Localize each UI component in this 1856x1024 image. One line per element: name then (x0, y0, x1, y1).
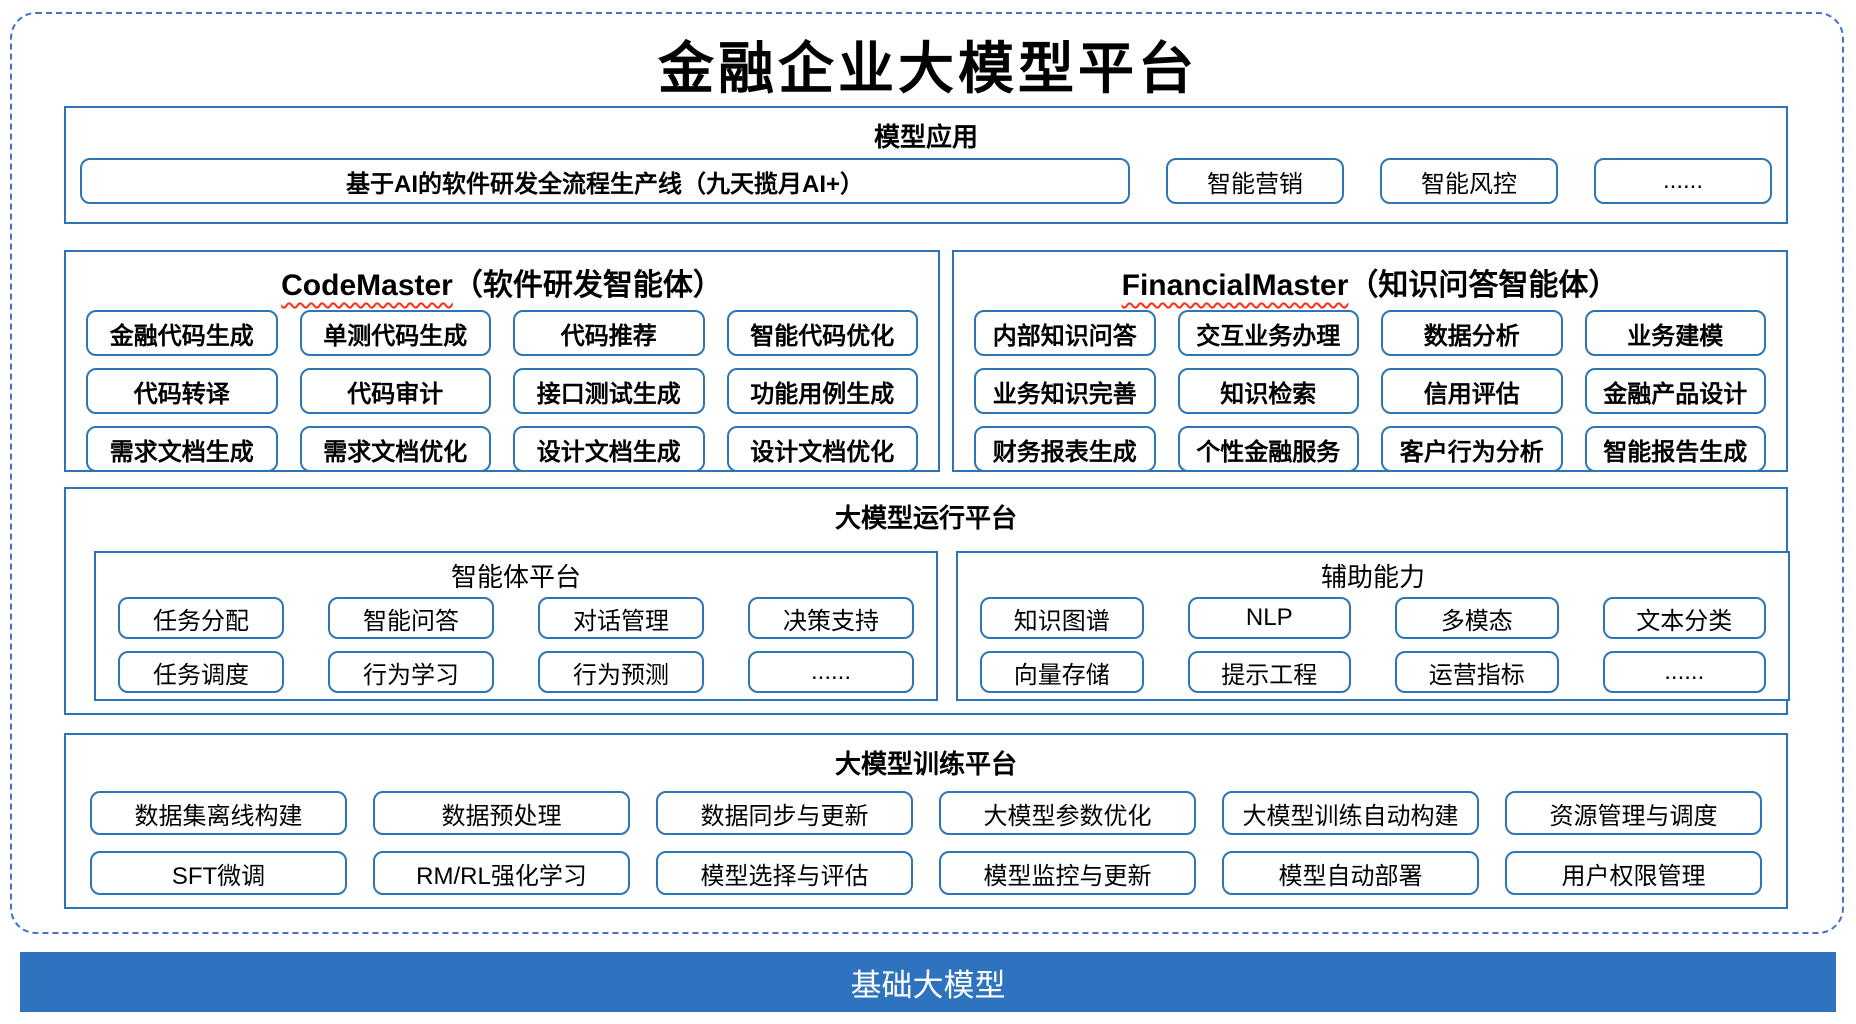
capability-box: 代码转译 (86, 368, 278, 414)
capability-box-ellipsis: ...... (1602, 651, 1766, 693)
financialmaster-subtitle: （知识问答智能体） (1348, 269, 1619, 302)
capability-box: 行为预测 (538, 651, 704, 693)
model-applications-header: 模型应用 (873, 122, 978, 152)
capability-box: 对话管理 (538, 597, 704, 639)
capability-box: NLP (1187, 597, 1351, 639)
section-codemaster-agent: CodeMaster（软件研发智能体） 金融代码生成 单测代码生成 代码推荐 智… (64, 250, 940, 472)
outer-dashed-border (10, 12, 1844, 934)
capability-box: 数据同步与更新 (656, 791, 913, 835)
runtime-platform-header: 大模型运行平台 (834, 503, 1017, 533)
capability-box: 功能用例生成 (726, 368, 918, 414)
capability-box: 数据分析 (1381, 310, 1563, 356)
section-model-applications: 模型应用 基于AI的软件研发全流程生产线（九天揽月AI+） 智能营销 智能风控 … (64, 106, 1788, 224)
capability-box: 任务调度 (118, 651, 284, 693)
section-runtime-platform: 大模型运行平台 智能体平台 任务分配 智能问答 对话管理 决策支持 任务调度 行… (64, 487, 1790, 715)
capability-box: 大模型参数优化 (939, 791, 1196, 835)
app-box-ellipsis: ...... (1594, 158, 1772, 204)
capability-box: 数据预处理 (373, 791, 630, 835)
capability-box: 模型自动部署 (1222, 851, 1479, 895)
agent-platform-header: 智能体平台 (450, 562, 581, 592)
agent-platform-box: 智能体平台 任务分配 智能问答 对话管理 决策支持 任务调度 行为学习 行为预测… (94, 551, 938, 701)
aux-capabilities-box: 辅助能力 知识图谱 NLP 多模态 文本分类 向量存储 提示工程 运营指标 ..… (956, 551, 1790, 701)
capability-box: 代码审计 (299, 368, 491, 414)
capability-box: 资源管理与调度 (1505, 791, 1762, 835)
financialmaster-name: FinancialMaster (1121, 269, 1349, 302)
app-box: 智能营销 (1166, 158, 1344, 204)
page-title: 金融企业大模型平台 (658, 36, 1198, 102)
capability-box: 业务知识完善 (974, 368, 1156, 414)
capability-box: 模型监控与更新 (939, 851, 1196, 895)
training-platform-header: 大模型训练平台 (834, 749, 1017, 779)
section-financialmaster-agent: FinancialMaster（知识问答智能体） 内部知识问答 交互业务办理 数… (952, 250, 1788, 472)
model-applications-row: 基于AI的软件研发全流程生产线（九天揽月AI+） 智能营销 智能风控 .....… (80, 158, 1772, 204)
aux-capabilities-grid: 知识图谱 NLP 多模态 文本分类 向量存储 提示工程 运营指标 ...... (980, 597, 1766, 693)
foundation-model-label: 基础大模型 (850, 967, 1006, 1003)
capability-box: 决策支持 (748, 597, 914, 639)
capability-box: 智能报告生成 (1584, 426, 1766, 472)
capability-box: 交互业务办理 (1177, 310, 1359, 356)
capability-box: 单测代码生成 (299, 310, 491, 356)
capability-box: SFT微调 (90, 851, 347, 895)
capability-box: 代码推荐 (513, 310, 705, 356)
app-box: 智能风控 (1380, 158, 1558, 204)
capability-box: 内部知识问答 (974, 310, 1156, 356)
aux-capabilities-header: 辅助能力 (1320, 562, 1425, 592)
capability-box: 业务建模 (1584, 310, 1766, 356)
capability-box: 金融代码生成 (86, 310, 278, 356)
section-training-platform: 大模型训练平台 数据集离线构建 数据预处理 数据同步与更新 大模型参数优化 大模… (64, 733, 1788, 909)
codemaster-name: CodeMaster (281, 269, 453, 302)
capability-box: 需求文档优化 (299, 426, 491, 472)
capability-box: 提示工程 (1187, 651, 1351, 693)
capability-box: 财务报表生成 (974, 426, 1156, 472)
capability-box: 知识图谱 (980, 597, 1144, 639)
capability-box: 设计文档优化 (726, 426, 918, 472)
capability-box: 接口测试生成 (513, 368, 705, 414)
codemaster-header: CodeMaster（软件研发智能体） (66, 260, 938, 304)
capability-box: 数据集离线构建 (90, 791, 347, 835)
app-pipeline-box: 基于AI的软件研发全流程生产线（九天揽月AI+） (80, 158, 1130, 204)
capability-box: 客户行为分析 (1381, 426, 1563, 472)
capability-box-ellipsis: ...... (748, 651, 914, 693)
capability-box: RM/RL强化学习 (373, 851, 630, 895)
capability-box: 个性金融服务 (1177, 426, 1359, 472)
foundation-model-bar: 基础大模型 (20, 952, 1836, 1012)
capability-box: 设计文档生成 (513, 426, 705, 472)
capability-box: 运营指标 (1395, 651, 1559, 693)
capability-box: 信用评估 (1381, 368, 1563, 414)
capability-box: 用户权限管理 (1505, 851, 1762, 895)
training-capability-grid: 数据集离线构建 数据预处理 数据同步与更新 大模型参数优化 大模型训练自动构建 … (90, 791, 1762, 895)
agent-platform-grid: 任务分配 智能问答 对话管理 决策支持 任务调度 行为学习 行为预测 .....… (118, 597, 914, 693)
capability-box: 智能问答 (328, 597, 494, 639)
capability-box: 知识检索 (1177, 368, 1359, 414)
capability-box: 文本分类 (1602, 597, 1766, 639)
codemaster-subtitle: （软件研发智能体） (452, 269, 723, 302)
capability-box: 向量存储 (980, 651, 1144, 693)
capability-box: 需求文档生成 (86, 426, 278, 472)
financialmaster-capability-grid: 内部知识问答 交互业务办理 数据分析 业务建模 业务知识完善 知识检索 信用评估… (974, 310, 1766, 472)
codemaster-capability-grid: 金融代码生成 单测代码生成 代码推荐 智能代码优化 代码转译 代码审计 接口测试… (86, 310, 918, 472)
financialmaster-header: FinancialMaster（知识问答智能体） (954, 260, 1786, 304)
capability-box: 金融产品设计 (1584, 368, 1766, 414)
capability-box: 多模态 (1395, 597, 1559, 639)
capability-box: 智能代码优化 (726, 310, 918, 356)
capability-box: 大模型训练自动构建 (1222, 791, 1479, 835)
capability-box: 行为学习 (328, 651, 494, 693)
capability-box: 模型选择与评估 (656, 851, 913, 895)
capability-box: 任务分配 (118, 597, 284, 639)
